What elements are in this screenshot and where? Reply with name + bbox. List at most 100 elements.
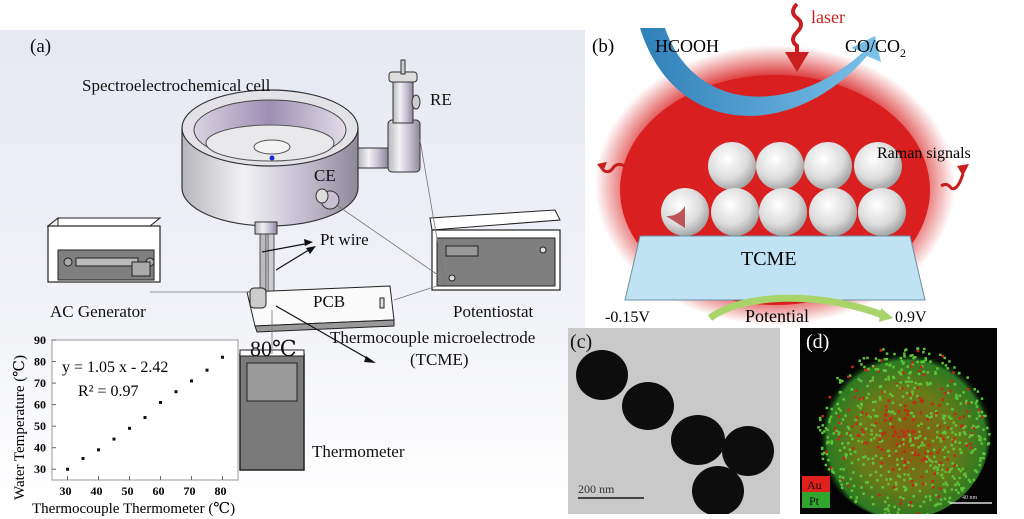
eds-pixel [825,451,828,454]
eds-pixel [876,479,879,482]
eds-pixel [866,397,869,400]
eds-pixel [981,397,984,400]
eds-pixel [829,396,832,399]
eds-pixel [879,396,882,399]
eds-pixel [962,468,965,471]
tem-scale-bar: 200 nm [578,482,615,496]
eds-pixel [880,474,883,477]
eds-pixel [879,429,882,432]
potential-end: 0.9V [895,309,927,326]
tcme-label-line1: Thermocouple microelectrode [330,328,535,348]
eds-pixel [887,450,890,453]
reactant-label: HCOOH [655,36,719,56]
eds-pixel [872,376,875,379]
eds-pixel [835,430,838,433]
eds-pixel [823,452,826,455]
eds-pixel [951,462,954,465]
eds-pixel [882,348,885,351]
eds-pixel [855,499,858,502]
eds-pixel [947,367,950,370]
eds-pixel [904,450,907,453]
eds-pixel [892,468,895,471]
eds-pixel [836,377,839,380]
panel-b-schematic: (b) HCOOH laser CO/CO2 Raman signals TCM… [585,0,1024,328]
eds-pixel [954,464,957,467]
eds-pixel [970,401,973,404]
eds-pixel [987,443,990,446]
ac-generator-label: AC Generator [50,302,146,322]
eds-pixel [861,428,864,431]
eds-pixel [910,412,913,415]
eds-pixel [898,508,901,511]
data-point [175,390,178,393]
eds-pixel [878,359,881,362]
eds-pixel [900,369,903,372]
eds-pixel [869,474,872,477]
eds-pixel [941,362,944,365]
eds-pixel [864,455,867,458]
re-label: RE [430,90,452,110]
x-axis-label: Thermocouple Thermometer (℃) [32,501,235,517]
eds-pixel [942,398,945,401]
eds-pixel [943,489,946,492]
eds-pixel [919,435,922,438]
eds-pixel [958,372,961,375]
eds-pixel [851,462,854,465]
eds-pixel [831,470,834,473]
nanoparticle [804,142,852,190]
eds-pixel [981,442,984,445]
eds-pixel [830,408,833,411]
eds-pixel [950,427,953,430]
eds-pixel [954,441,957,444]
eds-pixel [912,419,915,422]
ce-label: CE [314,166,336,186]
eds-pixel [909,440,912,443]
eds-pixel [911,354,914,357]
eds-pixel [936,431,939,434]
tcme-pointer-arrow [364,356,376,363]
eds-pixel [878,494,881,497]
eds-pixel [898,468,901,471]
eds-pixel [872,401,875,404]
eds-pixel [896,384,899,387]
eds-pixel [859,423,862,426]
eds-pixel [927,427,930,430]
eds-pixel [874,415,877,418]
x-tick-label: 60 [153,484,165,498]
eds-pixel [897,511,900,514]
eds-pixel [821,424,824,427]
eds-pixel [940,474,943,477]
eds-pixel [880,457,883,460]
eds-pixel [901,458,904,461]
eds-pixel [899,502,902,505]
eds-pixel [862,493,865,496]
eds-pixel [887,399,890,402]
eds-pixel [839,381,842,384]
eds-pixel [872,409,875,412]
eds-pixel [922,371,925,374]
eds-pixel [935,414,938,417]
eds-pixel [886,507,889,510]
eds-pixel [924,452,927,455]
eds-pixel [914,382,917,385]
data-point [206,369,209,372]
eds-pixel [885,405,888,408]
eds-pixel [889,423,892,426]
eds-pixel [828,421,831,424]
eds-pixel [858,378,861,381]
eds-pixel [911,430,914,433]
nanoparticle [756,142,804,190]
eds-pixel [851,366,854,369]
eds-pixel [929,360,932,363]
eds-pixel [975,426,978,429]
potential-start: -0.15V [605,309,650,326]
eds-pixel [907,380,910,383]
eds-pixel [955,489,958,492]
eds-pixel [847,484,850,487]
eds-pixel [864,369,867,372]
eds-pixel [836,403,839,406]
eds-pixel [954,454,957,457]
eds-pixel [881,433,884,436]
eds-pixel [878,434,881,437]
